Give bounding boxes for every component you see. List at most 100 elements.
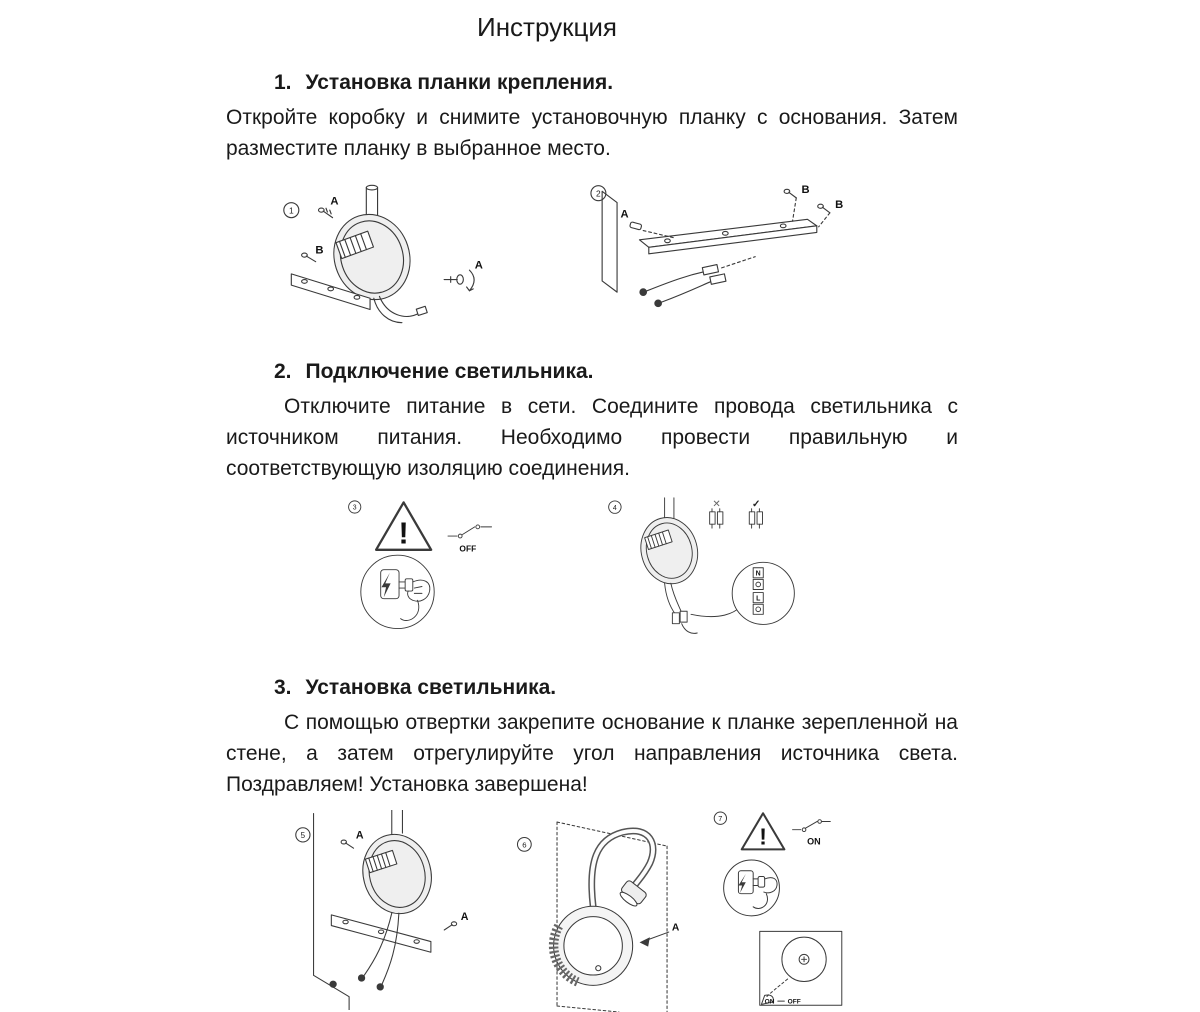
section-2-body: Отключите питание в сети. Соедините пров… (226, 395, 958, 480)
section-2-number: 2. (274, 360, 292, 383)
figure-3-number-badge: 3 (348, 500, 362, 514)
terminal-block (364, 849, 398, 874)
section-3-title: Установка светильника. (305, 676, 557, 699)
wires-to-connector (664, 582, 742, 634)
label-a: A (672, 922, 680, 933)
power-cord (752, 893, 768, 909)
svg-text:5: 5 (301, 831, 306, 840)
lamp-base (362, 833, 432, 915)
label-a: A (620, 208, 628, 220)
off-label: OFF (459, 543, 476, 553)
wires (373, 295, 428, 324)
svg-text:2: 2 (596, 188, 601, 198)
svg-text:!: ! (759, 823, 767, 849)
lamp-base (333, 213, 411, 301)
mounting-bracket (638, 218, 818, 255)
wall-corner (601, 190, 618, 293)
wires-with-connectors (639, 256, 756, 308)
svg-text:4: 4 (613, 505, 617, 512)
terminal-block (644, 529, 673, 550)
figure-7-number-badge: 7 (713, 811, 728, 825)
plug-icon (757, 875, 766, 888)
power-connect-detail (723, 859, 780, 917)
screw-a2-icon (443, 269, 475, 292)
screw-a-icon (317, 207, 334, 219)
figure-4-diagram: 4 ✕ ✓ (608, 497, 795, 634)
svg-text:L: L (756, 595, 761, 602)
figure-2-number-badge: 2 (590, 185, 607, 202)
figure-5-diagram: 5 (295, 810, 469, 1010)
lightning-icon (738, 873, 746, 893)
figure-6-number-badge: 6 (516, 836, 532, 852)
figure-7-diagram: 7 ! ON (713, 811, 843, 1006)
mounting-bracket (290, 273, 371, 311)
lamp-head (619, 880, 647, 907)
figure-2-diagram: 2 B B (590, 184, 843, 308)
plug-icon (404, 578, 414, 592)
svg-text:N: N (756, 570, 761, 577)
wrong-mark: ✕ (712, 499, 720, 510)
svg-text:7: 7 (718, 814, 722, 823)
mounting-bracket (330, 914, 432, 953)
figure-6-diagram: 6 A (516, 821, 680, 1012)
screw-a1-icon (340, 839, 355, 849)
svg-text:1: 1 (289, 205, 294, 215)
svg-text:!: ! (399, 517, 409, 551)
screw-b2-icon (817, 203, 831, 228)
power-cord (400, 599, 420, 621)
lightning-icon (381, 572, 391, 598)
section-1-heading: 1. Установка планки крепления. (226, 71, 958, 95)
arrow-a (639, 931, 670, 947)
wall-corner (313, 813, 350, 1010)
right-mark: ✓ (752, 499, 760, 510)
on-switch-icon (792, 819, 831, 832)
section-1-number: 1. (274, 71, 292, 94)
svg-text:3: 3 (353, 505, 357, 512)
figure-1-diagram: 1 A (283, 184, 483, 324)
wrong-connector-icon (709, 508, 724, 529)
screw-a2-icon (443, 921, 458, 931)
section-3-heading: 3. Установка светильника. (226, 676, 958, 700)
terminal-block (335, 230, 375, 260)
label-a2: A (461, 911, 469, 923)
figure-row-2: 3 ! OFF (226, 496, 958, 648)
label-b1: B (802, 184, 810, 196)
connector-a-icon (629, 221, 676, 239)
wires (357, 912, 400, 991)
instruction-page: Инструкция 1. Установка планки крепления.… (226, 0, 958, 1012)
label-b: B (315, 244, 323, 256)
hand-icon (763, 877, 778, 894)
label-a1: A (330, 196, 338, 208)
label-a2: A (475, 259, 483, 271)
warning-triangle-icon: ! (374, 501, 433, 551)
section-1-body: Откройте коробку и снимите установочную … (226, 106, 958, 160)
lamp-base (640, 517, 699, 585)
section-3-body: С помощью отвертки закрепите основание к… (226, 711, 958, 796)
gooseneck-arm (588, 827, 657, 910)
label-b2: B (835, 199, 843, 211)
lamp-base (548, 905, 634, 987)
screw-b-icon (301, 252, 317, 263)
svg-text:6: 6 (522, 840, 526, 849)
section-3-number: 3. (274, 676, 292, 699)
section-2-heading: 2. Подключение светильника. (226, 360, 958, 384)
warning-triangle-icon: ! (740, 812, 786, 851)
page-title: Инструкция (477, 12, 617, 42)
figure-row-1: 1 A (226, 182, 958, 332)
power-disconnect-detail (360, 554, 435, 629)
adjustment-panel (759, 930, 843, 1006)
section-2-title: Подключение светильника. (305, 360, 594, 383)
figure-row-3: 5 (226, 810, 958, 1012)
terminal-magnifier: N L (731, 561, 795, 625)
label-a1: A (356, 829, 364, 841)
off-switch-icon (447, 524, 492, 539)
section-1-title: Установка планки крепления. (305, 71, 614, 94)
on-label: ON (807, 836, 821, 846)
lamp-stem (391, 810, 403, 835)
right-connector-icon (748, 508, 763, 529)
figure-1-number-badge: 1 (283, 202, 300, 219)
lamp-stem (365, 184, 379, 220)
lamp-stem (664, 497, 675, 520)
figure-4-number-badge: 4 (608, 500, 622, 514)
hand-icon (407, 579, 431, 602)
